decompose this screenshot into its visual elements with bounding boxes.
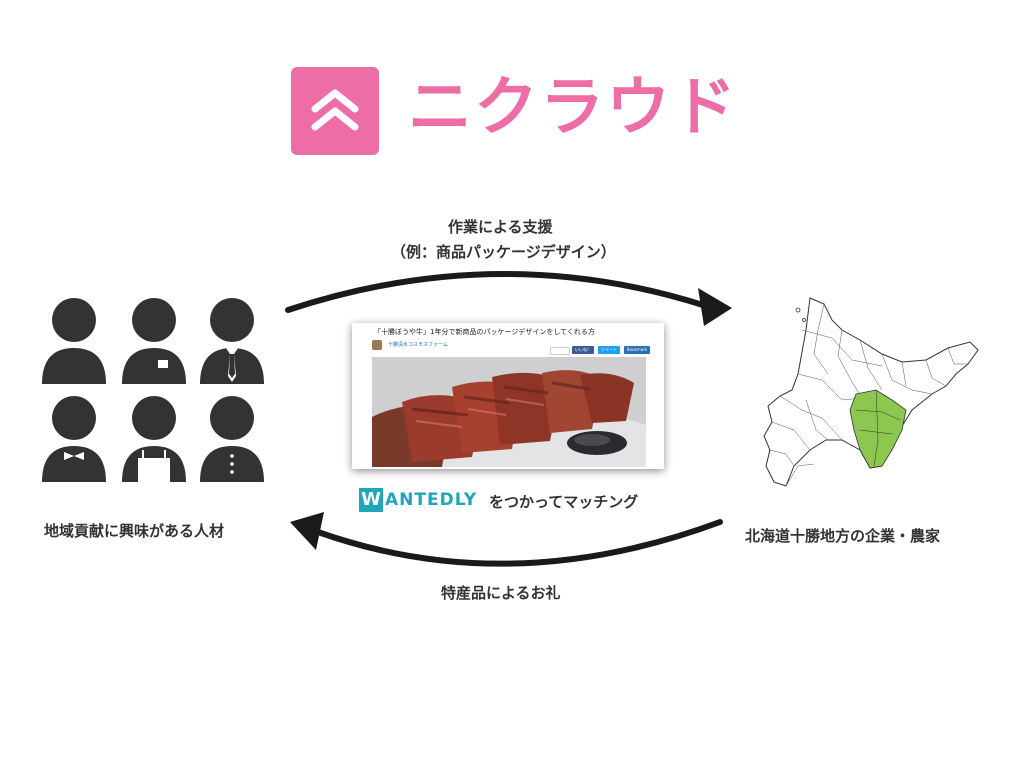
wantedly-logo: W [359,488,383,512]
people-caption: 地域貢献に興味がある人材 [44,522,225,540]
double-chevron-up-icon [311,89,359,131]
talent-group [42,298,264,482]
tokachi-region [849,389,907,469]
person-apron-icon [122,298,186,384]
job-posting-card[interactable]: 「十勝ぼうや牛」1年分で新商品のパッケージデザインをしてくれる方 十勝清水コスモ… [352,323,664,469]
brand-wordmark: ニクラウド [408,71,738,145]
person-bowtie-icon [42,396,106,482]
reward-caption: 特産品によるお礼 [441,584,561,602]
tokachi-borders [855,389,901,467]
support-caption-example: （例：商品パッケージデザイン） [391,243,616,261]
matching-tagline: をつかってマッチング [489,493,639,511]
wantedly-wordmark: ANTEDLY [385,490,478,510]
steak-photo [372,357,646,467]
person-buttons-icon [200,396,264,482]
municipality-borders [769,303,968,487]
tweet-button[interactable]: ツイート [598,346,620,354]
bookmark-button[interactable]: Bookmark [624,346,650,354]
company-name[interactable]: 十勝清水コスモスファーム [388,342,448,348]
hokkaido-map [763,297,979,487]
person-tie-icon [200,298,264,384]
person-icon [42,298,106,384]
reward-arrow [315,519,723,567]
like-button[interactable]: いいね！ [572,346,594,354]
reward-arrow-head [290,512,324,550]
support-arrow-head [698,288,732,326]
person-apron-icon [122,396,186,482]
job-title[interactable]: 「十勝ぼうや牛」1年分で新商品のパッケージデザインをしてくれる方 [374,328,595,336]
people-count-badge [550,347,570,355]
region-caption: 北海道十勝地方の企業・農家 [745,527,941,545]
logo-mark [291,67,379,155]
company-avatar [372,340,382,350]
support-arrow [285,270,709,313]
support-caption-main: 作業による支援 [448,218,553,236]
